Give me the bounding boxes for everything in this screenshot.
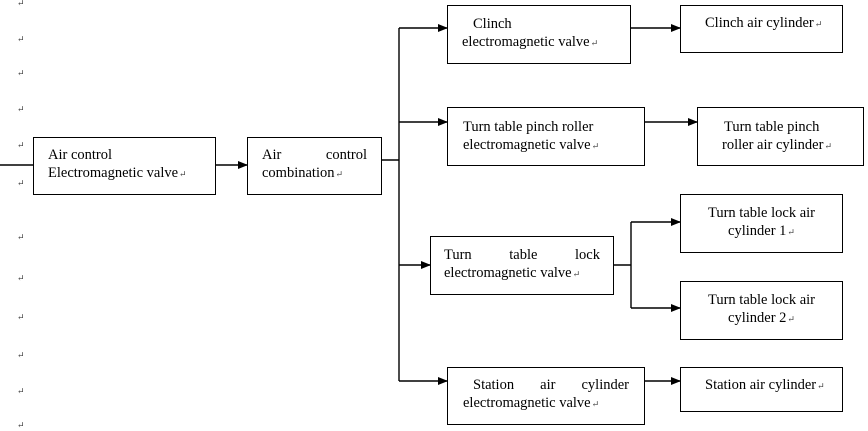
clinch-valve-box: Clinch electromagnetic valve↵ bbox=[447, 5, 631, 64]
box-line: Turn table pinch bbox=[724, 119, 820, 135]
paragraph-mark: ↵ bbox=[17, 312, 25, 322]
paragraph-mark: ↵ bbox=[17, 232, 25, 242]
paragraph-mark: ↵ bbox=[17, 178, 25, 188]
box-line: Electromagnetic valve↵ bbox=[48, 165, 187, 181]
paragraph-mark: ↵ bbox=[17, 104, 25, 114]
box-line: electromagnetic valve↵ bbox=[463, 395, 600, 411]
paragraph-mark: ↵ bbox=[17, 34, 25, 44]
box-line: electromagnetic valve↵ bbox=[444, 265, 581, 281]
box-line: Clinch bbox=[473, 16, 512, 32]
pinch-roller-cylinder-box: Turn table pinch roller air cylinder↵ bbox=[697, 107, 864, 166]
paragraph-mark: ↵ bbox=[17, 350, 25, 360]
box-line: Air control bbox=[48, 147, 113, 163]
paragraph-mark: ↵ bbox=[17, 386, 25, 396]
box-line: cylinder 2↵ bbox=[728, 310, 795, 326]
box-line: Turn table lock air bbox=[708, 292, 815, 308]
box-line: Clinch air cylinder↵ bbox=[705, 15, 823, 31]
paragraph-mark: ↵ bbox=[17, 420, 25, 430]
box-line: Turn table lock air bbox=[708, 205, 815, 221]
box-line: Station air cylinder↵ bbox=[705, 377, 825, 393]
air-control-valve-box: Air control Electromagnetic valve↵ bbox=[33, 137, 216, 195]
paragraph-mark: ↵ bbox=[17, 273, 25, 283]
box-line: combination↵ bbox=[262, 165, 344, 181]
box-line: cylinder 1↵ bbox=[728, 223, 795, 239]
paragraph-mark: ↵ bbox=[17, 68, 25, 78]
clinch-cylinder-box: Clinch air cylinder↵ bbox=[680, 5, 843, 53]
box-line: Turn table pinch roller bbox=[463, 119, 594, 135]
paragraph-mark: ↵ bbox=[17, 0, 25, 8]
station-cylinder-box: Station air cylinder↵ bbox=[680, 367, 843, 412]
box-line: electromagnetic valve↵ bbox=[462, 34, 599, 50]
box-line: roller air cylinder↵ bbox=[722, 137, 832, 153]
paragraph-mark: ↵ bbox=[17, 140, 25, 150]
box-line: electromagnetic valve↵ bbox=[463, 137, 600, 153]
lock-cylinder-1-box: Turn table lock air cylinder 1↵ bbox=[680, 194, 843, 253]
lock-cylinder-2-box: Turn table lock air cylinder 2↵ bbox=[680, 281, 843, 340]
pinch-roller-valve-box: Turn table pinch roller electromagnetic … bbox=[447, 107, 645, 166]
